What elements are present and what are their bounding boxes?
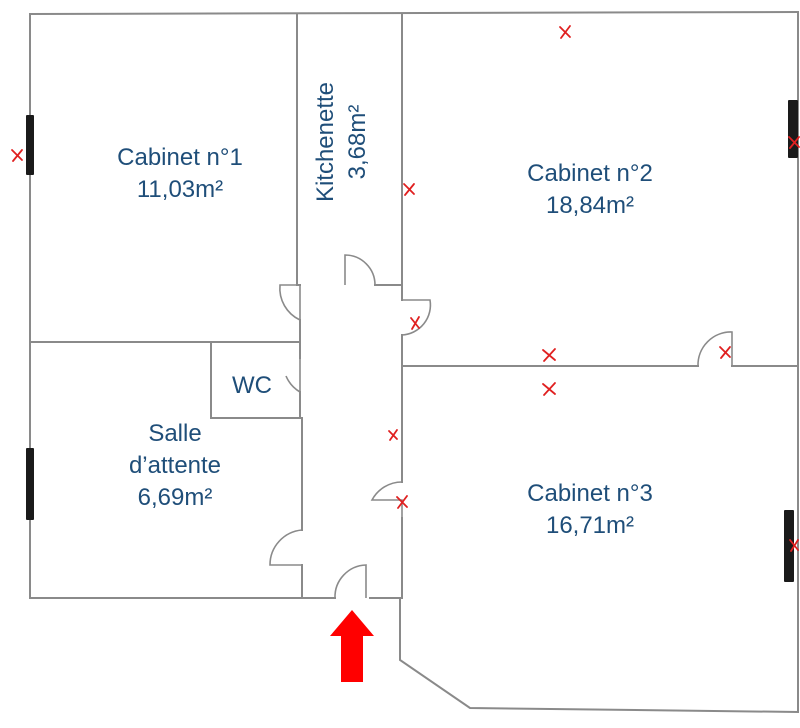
x-mark-icon — [410, 316, 420, 330]
room-area: 16,71m² — [545, 512, 635, 539]
door-cabinet2-corridor — [401, 299, 432, 336]
x-mark-icon — [559, 25, 571, 39]
window-bar-icon — [784, 510, 794, 582]
x-mark-icon — [388, 429, 398, 441]
room-label-cabinet1: Cabinet n°1 11,03m² — [65, 142, 295, 206]
room-name: WC — [232, 372, 272, 399]
door-cabinet2-internal — [697, 331, 733, 367]
room-name: Cabinet n°1 — [117, 144, 243, 171]
outer-wall-top — [28, 10, 800, 16]
door-salle — [269, 529, 303, 566]
room-label-wc: WC — [222, 370, 282, 402]
room-name: Cabinet n°2 — [527, 160, 653, 187]
x-mark-icon — [403, 183, 415, 196]
room-area: 18,84m² — [545, 192, 635, 219]
window-bar-icon — [788, 100, 798, 158]
door-entrance — [334, 564, 367, 599]
room-name-line2: d’attente — [128, 452, 222, 479]
x-mark-icon — [719, 346, 731, 359]
room-area: 6,69m² — [137, 484, 213, 511]
walls — [28, 10, 800, 714]
x-mark-icon — [542, 382, 556, 396]
window-bar-icon — [26, 115, 34, 175]
x-mark-icon — [542, 348, 556, 362]
room-label-salle-attente: Salle d’attente 6,69m² — [70, 418, 280, 514]
room-label-cabinet3: Cabinet n°3 16,71m² — [470, 478, 710, 542]
door-wc — [285, 358, 301, 394]
windows — [26, 100, 798, 582]
door-cabinet1 — [279, 284, 301, 322]
arrow-up-icon — [330, 610, 374, 682]
outer-wall-bottom-right — [369, 597, 800, 714]
room-name: Kitchenette — [312, 81, 339, 203]
room-name-line1: Salle — [148, 420, 202, 447]
doors — [269, 254, 733, 599]
x-mark-icon — [789, 539, 799, 552]
room-area: 3,68m² — [344, 104, 371, 180]
x-mark-icon — [396, 495, 408, 509]
door-cabinet3 — [370, 481, 403, 518]
door-kitchenette — [344, 254, 376, 286]
room-area: 11,03m² — [136, 176, 224, 203]
outlet-marks — [11, 25, 800, 552]
window-bar-icon — [26, 448, 34, 520]
x-mark-icon — [11, 149, 23, 162]
room-label-cabinet2: Cabinet n°2 18,84m² — [470, 158, 710, 222]
room-name: Cabinet n°3 — [527, 480, 653, 507]
room-label-kitchenette: Kitchenette 3,68m² — [310, 32, 374, 252]
x-mark-icon — [788, 136, 800, 149]
